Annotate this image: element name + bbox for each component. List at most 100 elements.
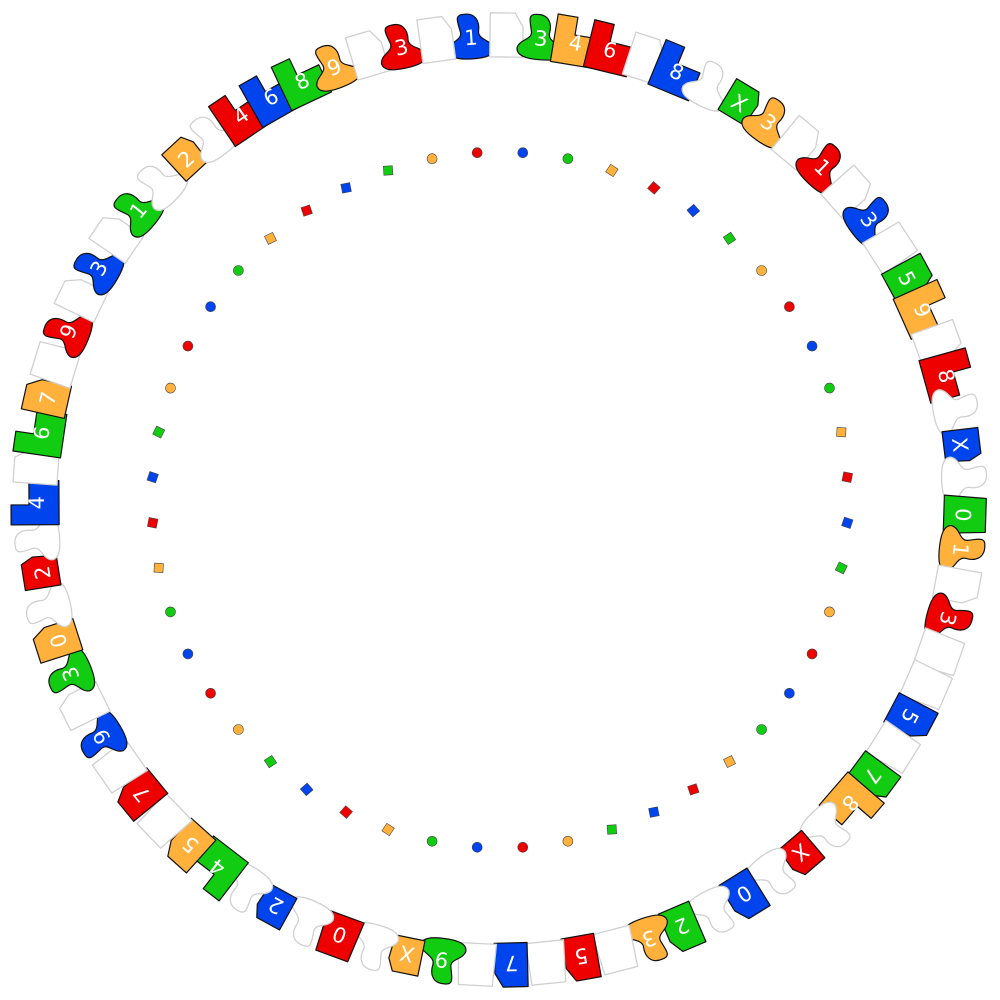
marker-square [687, 783, 700, 796]
tile[interactable]: 4 [10, 480, 60, 526]
tile[interactable]: 0 [942, 494, 987, 534]
tile[interactable]: 8 [647, 39, 707, 102]
marker-square [686, 203, 701, 218]
tile-shape [741, 97, 786, 149]
empty-tile[interactable] [416, 15, 457, 65]
tile[interactable]: 3 [738, 90, 802, 153]
tile[interactable]: X [717, 78, 764, 126]
marker-square [263, 754, 278, 769]
tile-shape [745, 847, 796, 895]
tile[interactable]: 3 [838, 187, 902, 251]
tile[interactable]: 9 [304, 37, 363, 96]
tile-label: 7 [35, 389, 61, 407]
empty-tile[interactable] [679, 55, 740, 116]
tile-shape [681, 60, 725, 112]
tile[interactable]: 9 [892, 278, 955, 340]
tile[interactable]: 9 [416, 936, 467, 987]
marker-dot [233, 724, 244, 735]
marker-square [648, 806, 660, 818]
tile[interactable]: 3 [516, 13, 566, 62]
tile[interactable]: 7 [20, 377, 73, 420]
empty-tile[interactable] [13, 513, 62, 563]
marker-dot [756, 724, 767, 735]
marker-dot [784, 301, 795, 313]
tile[interactable]: 2 [161, 133, 210, 182]
tile[interactable]: 9 [38, 301, 97, 360]
empty-tile[interactable] [21, 580, 75, 635]
tile[interactable]: 3 [40, 644, 99, 704]
marker-dot [426, 153, 438, 164]
marker-square [340, 182, 352, 194]
marker-square [152, 425, 166, 439]
tile[interactable]: 8 [918, 347, 977, 404]
tile[interactable]: 2 [657, 900, 707, 954]
tile-shape [136, 165, 189, 212]
tile[interactable]: 5 [560, 932, 602, 982]
tile[interactable]: 2 [20, 553, 62, 592]
tile[interactable]: 4 [184, 835, 249, 902]
tile-shape [270, 58, 333, 112]
empty-tile[interactable] [180, 104, 244, 168]
tile[interactable]: 2 [252, 883, 298, 931]
tile[interactable]: X [386, 934, 426, 977]
tile-shape [290, 896, 335, 947]
empty-tile[interactable] [742, 843, 806, 907]
tile[interactable]: X [777, 829, 826, 878]
marker-square [841, 516, 854, 529]
tile-label: 3 [934, 609, 961, 628]
empty-tile[interactable] [683, 882, 745, 943]
tile[interactable]: 8 [270, 49, 333, 112]
empty-tile[interactable] [940, 456, 988, 504]
marker-dot [806, 648, 818, 660]
tile-label: 6 [29, 425, 55, 442]
marker-dot [165, 382, 176, 394]
tile[interactable]: 0 [718, 867, 771, 923]
tile[interactable]: 9 [69, 706, 131, 769]
tile-shape [80, 709, 128, 759]
tile-shape [353, 921, 400, 972]
marker-dot [426, 835, 438, 847]
tile[interactable]: 3 [374, 19, 429, 73]
tile-shape [525, 939, 567, 986]
empty-tile[interactable] [128, 151, 192, 215]
marker-square [383, 165, 394, 176]
marker-square [339, 805, 353, 819]
empty-tile[interactable] [344, 919, 401, 975]
tile[interactable]: 3 [67, 236, 129, 298]
tile[interactable]: 3 [921, 591, 976, 647]
marker-dot [165, 606, 176, 618]
marker-dot [824, 382, 835, 394]
tile-shape [795, 142, 841, 195]
tile[interactable]: 1 [105, 178, 169, 242]
tile-label: 3 [533, 26, 548, 51]
tile-shape [314, 44, 361, 92]
marker-square [606, 824, 617, 835]
marker-dot [562, 153, 574, 164]
tile[interactable]: 1 [446, 12, 496, 60]
empty-tile[interactable] [795, 797, 859, 861]
empty-tile[interactable] [929, 383, 982, 437]
empty-tile[interactable] [214, 857, 277, 920]
marker-dot [806, 340, 818, 352]
marker-dot [784, 687, 795, 699]
tile-shape [26, 581, 73, 628]
tile[interactable]: 3 [621, 911, 679, 968]
tile[interactable]: 7 [493, 941, 529, 988]
marker-dot [205, 301, 216, 313]
tile-shape [419, 937, 467, 985]
tile[interactable]: X [941, 426, 982, 463]
tile-shape [113, 193, 165, 238]
tile-label: X [947, 436, 973, 453]
marker-dot [517, 147, 529, 158]
empty-tile[interactable] [525, 939, 568, 986]
tile[interactable]: 6 [12, 407, 68, 459]
tile-label: 4 [567, 30, 584, 56]
marker-square [299, 782, 314, 797]
tile-label: 6 [601, 37, 620, 63]
tile-shape [189, 116, 241, 164]
tile-shape [940, 456, 988, 504]
tile[interactable]: 1 [937, 525, 987, 576]
empty-tile[interactable] [276, 892, 337, 952]
marker-dot [562, 835, 574, 847]
tile-shape [686, 885, 735, 933]
